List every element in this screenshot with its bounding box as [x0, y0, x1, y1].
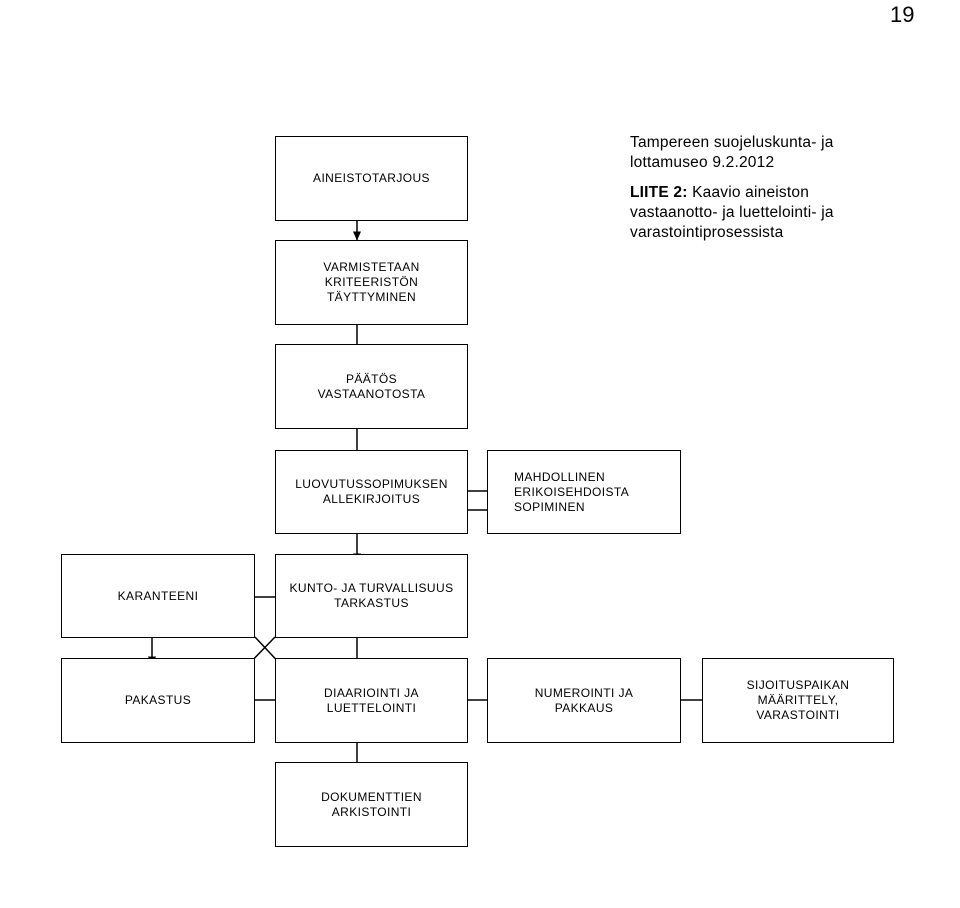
box-label-line: SOPIMINEN	[514, 499, 585, 514]
box-label-line: KUNTO- JA TURVALLISUUS	[289, 581, 454, 595]
box-label-line: VASTAANOTOSTA	[317, 386, 426, 401]
box-label-line: PÄÄTÖS	[345, 371, 398, 386]
caption-title: LIITE 2: Kaavio aineiston	[630, 183, 834, 203]
box-label-line: NUMEROINTI JA	[534, 685, 634, 700]
box-label-line: MÄÄRITTELY,	[757, 693, 839, 707]
page-number: 19	[890, 2, 915, 27]
box-label-line: VARASTOINTI	[756, 708, 840, 722]
caption: Tampereen suojeluskunta- ja lottamuseo 9…	[630, 133, 834, 243]
box-label-line: DOKUMENTTIEN	[321, 789, 422, 804]
box-label-line: ARKISTOINTI	[331, 804, 412, 819]
box-label-line: AINEISTOTARJOUS	[313, 171, 430, 185]
box-label-line: LUOVUTUSSOPIMUKSEN	[295, 477, 448, 491]
caption-title-bold: LIITE 2:	[630, 184, 688, 201]
caption-title-rest: Kaavio aineiston	[687, 184, 810, 201]
box-label-line: ALLEKIRJOITUS	[322, 492, 421, 506]
box-aineistotarjous: AINEISTOTARJOUS	[275, 136, 468, 221]
box-karanteeni: KARANTEENI	[61, 554, 255, 638]
box-label-line: DIAARIOINTI JA	[324, 685, 419, 700]
box-pakastus: PAKASTUS	[61, 658, 255, 743]
caption-line: varastointiprosessista	[630, 224, 784, 241]
box-label-line: LUETTELOINTI	[326, 700, 417, 715]
box-label-line: SIJOITUSPAIKAN	[746, 678, 850, 692]
box-label-line: PAKKAUS	[554, 700, 614, 715]
box-label-line: TÄYTTYMINEN	[326, 290, 417, 304]
box-label-line: PAKASTUS	[124, 693, 192, 707]
box-label-line: TARKASTUS	[334, 596, 409, 610]
caption-line: lottamuseo 9.2.2012	[630, 154, 775, 171]
box-label-line: ERIKOISEHDOISTA	[514, 484, 630, 499]
caption-line: vastaanotto- ja luettelointi- ja	[630, 204, 834, 221]
caption-line: Tampereen suojeluskunta- ja	[630, 134, 834, 151]
box-label-line: MAHDOLLINEN	[514, 469, 606, 484]
box-label-line: KARANTEENI	[117, 588, 199, 603]
box-label-line: VARMISTETAAN	[323, 260, 420, 274]
box-label-line: KRITEERISTÖN	[324, 275, 419, 289]
